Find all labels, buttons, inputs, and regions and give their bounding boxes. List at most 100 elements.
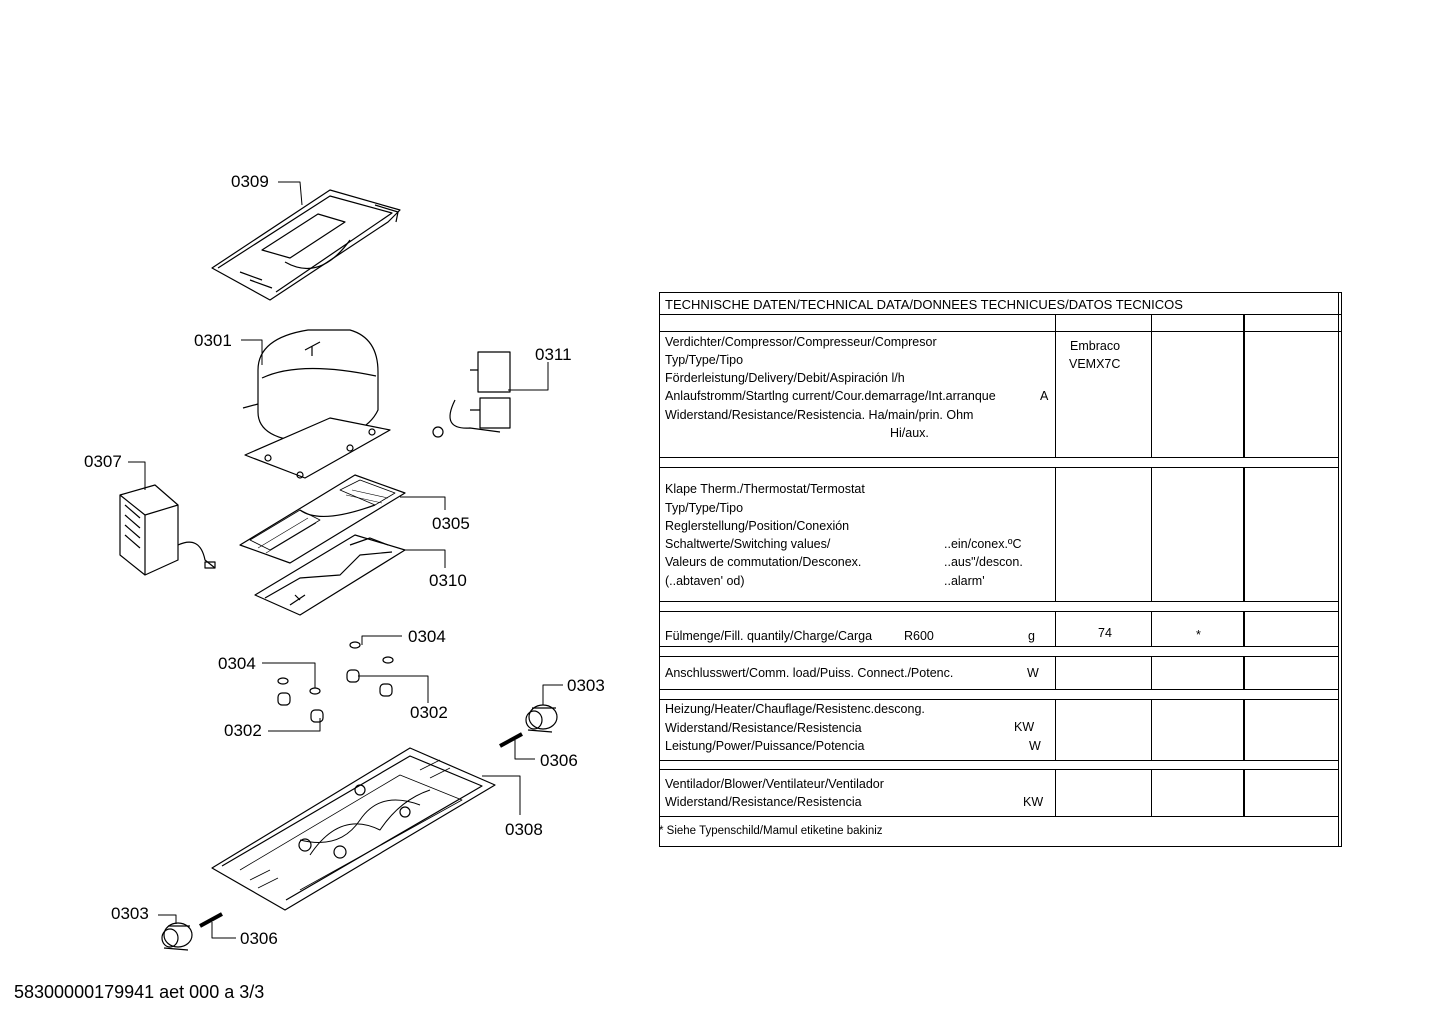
- part-0303-roller-lower: [161, 922, 193, 951]
- exploded-parts-drawing: [119, 181, 563, 951]
- compressor-value-1: Embraco: [1070, 339, 1121, 353]
- leader-0302-left: [268, 718, 321, 732]
- blower-row-2: Widerstand/Resistance/Resistencia: [665, 795, 862, 809]
- load-unit: W: [1027, 666, 1039, 680]
- thermostat-row-6: (..abtaven' od): [665, 574, 745, 588]
- thermostat-row-2: Typ/Type/Tipo: [665, 501, 744, 515]
- document-number: 58300000179941 aet 000 a 3/3: [14, 982, 265, 1002]
- heater-row-3: Leistung/Power/Puissance/Potencia: [665, 739, 865, 753]
- blower-col-2: [1151, 769, 1152, 817]
- section-blower: [659, 769, 1339, 817]
- title-divider: [659, 314, 1342, 315]
- thermostat-row-1: Klape Therm./Thermostat/Termostat: [665, 482, 865, 496]
- heater-col-2: [1151, 699, 1152, 761]
- part-label-0306-upper: 0306: [540, 751, 578, 770]
- heater-row-2-unit: KW: [1014, 720, 1035, 734]
- compressor-row-1: Verdichter/Compressor/Compresseur/Compre…: [665, 335, 937, 349]
- thermostat-row-6-value: ..alarm': [944, 574, 985, 588]
- leader-0309: [278, 181, 303, 206]
- part-0301-compressor: [242, 329, 391, 479]
- fill-row-label: Fülmenge/Fill. quantily/Charge/Carga: [665, 629, 873, 643]
- compressor-col-1: [1055, 331, 1056, 458]
- leader-0301: [241, 339, 263, 365]
- leader-0311: [508, 362, 549, 391]
- fill-value: 74: [1098, 626, 1112, 640]
- header-col-2: [1151, 314, 1152, 331]
- leader-0307: [128, 461, 146, 490]
- leader-0308: [482, 775, 521, 815]
- load-col-1: [1055, 656, 1056, 690]
- part-0305-grid-tray: [239, 474, 406, 564]
- fill-value-2: *: [1196, 628, 1201, 642]
- thermostat-col-3: [1243, 467, 1245, 602]
- leader-0304-left: [262, 662, 316, 688]
- fill-col-2: [1151, 611, 1152, 647]
- blower-col-3: [1243, 769, 1245, 817]
- blower-row-2-unit: KW: [1023, 795, 1044, 809]
- part-label-0303-upper: 0303: [567, 676, 605, 695]
- fill-unit: g: [1028, 629, 1035, 643]
- compressor-row-6: Hi/aux.: [890, 426, 929, 440]
- compressor-col-3: [1243, 331, 1245, 458]
- part-label-0301: 0301: [194, 331, 232, 350]
- leader-0302-right: [358, 675, 429, 703]
- part-label-0308: 0308: [505, 820, 543, 839]
- blower-col-1: [1055, 769, 1056, 817]
- section-fill-quantity: [659, 611, 1339, 647]
- part-label-0311: 0311: [535, 345, 572, 364]
- thermostat-row-4: Schaltwerte/Switching values/: [665, 537, 831, 551]
- part-label-0310: 0310: [429, 571, 467, 590]
- thermostat-row-5: Valeurs de commutation/Desconex.: [665, 555, 862, 569]
- heater-col-1: [1055, 699, 1056, 761]
- thermostat-row-5-value: ..aus"/descon.: [944, 555, 1023, 569]
- part-label-0309: 0309: [231, 172, 269, 191]
- leader-0306-lower: [211, 922, 236, 939]
- fill-col-3: [1243, 611, 1245, 647]
- compressor-row-2: Typ/Type/Tipo: [665, 353, 744, 367]
- part-label-0303-lower: 0303: [111, 904, 149, 923]
- part-label-0305: 0305: [432, 514, 470, 533]
- load-row-label: Anschlusswert/Comm. load/Puiss. Connect.…: [665, 666, 954, 680]
- leader-0304-right: [361, 635, 402, 645]
- part-0311-relay: [432, 351, 511, 438]
- part-label-0302-left: 0302: [224, 721, 262, 740]
- part-label-0306-lower: 0306: [240, 929, 278, 948]
- part-0309-cover-tray: [211, 189, 401, 301]
- thermostat-row-4-value: ..ein/conex.ºC: [944, 537, 1022, 551]
- part-label-0304-left: 0304: [218, 654, 256, 673]
- part-0302-grommets: [277, 669, 393, 723]
- heater-col-3: [1243, 699, 1245, 761]
- thermostat-row-3: Reglerstellung/Position/Conexión: [665, 519, 850, 533]
- heater-row-1: Heizung/Heater/Chauflage/Resistenc.desco…: [665, 702, 925, 716]
- part-label-0307: 0307: [84, 452, 122, 471]
- blower-row-1: Ventilador/Blower/Ventilateur/Ventilador: [665, 777, 884, 791]
- compressor-value-2: VEMX7C: [1069, 357, 1121, 371]
- section-connected-load: [659, 656, 1339, 690]
- part-0308-base-frame: [211, 747, 496, 911]
- compressor-col-2: [1151, 331, 1152, 458]
- thermostat-col-1: [1055, 467, 1056, 602]
- leader-0306-upper: [514, 740, 535, 760]
- fill-col-1: [1055, 611, 1056, 647]
- table-footnote: * Siehe Typenschild/Mamul etiketine baki…: [659, 825, 883, 837]
- part-0306-axle-upper: [499, 732, 523, 748]
- compressor-row-4-unit: A: [1040, 389, 1049, 403]
- header-col-1: [1055, 314, 1056, 331]
- heater-row-3-unit: W: [1029, 739, 1041, 753]
- compressor-row-5: Widerstand/Resistance/Resistencia. Ha/ma…: [665, 408, 974, 422]
- thermostat-col-2: [1151, 467, 1152, 602]
- leader-0305: [400, 496, 446, 510]
- part-label-0302-right: 0302: [410, 703, 448, 722]
- load-col-2: [1151, 656, 1152, 690]
- section-thermostat: [659, 467, 1339, 602]
- leader-0310: [405, 549, 446, 568]
- table-title: TECHNISCHE DATEN/TECHNICAL DATA/DONNEES …: [665, 297, 1183, 312]
- header-col-3: [1243, 314, 1245, 331]
- compressor-row-4: Anlaufstromm/Startlng current/Cour.demar…: [665, 389, 996, 403]
- compressor-row-3: Förderleistung/Delivery/Debit/Aspiración…: [665, 371, 905, 385]
- part-0307-box: [119, 484, 216, 576]
- heater-row-2: Widerstand/Resistance/Resistencia: [665, 721, 862, 735]
- section-heater: [659, 699, 1339, 761]
- leader-0303-upper: [542, 684, 563, 705]
- section-compressor: [659, 331, 1339, 458]
